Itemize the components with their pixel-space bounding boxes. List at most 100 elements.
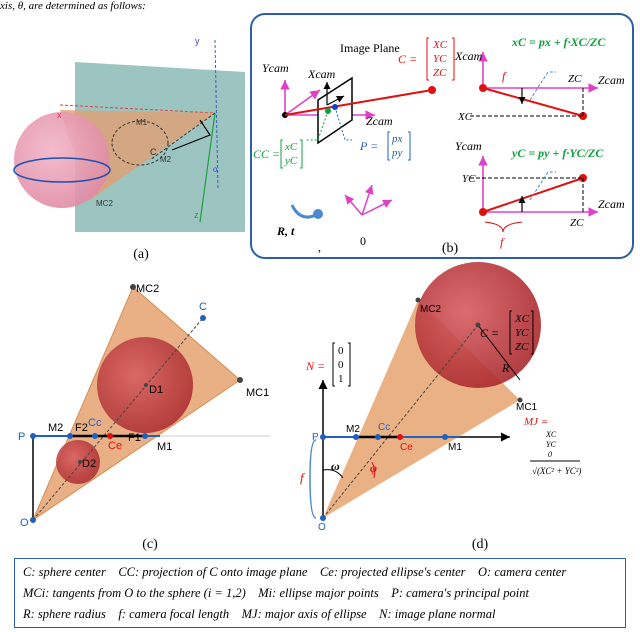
caption-d: (d) <box>472 537 489 552</box>
legend-item: MCi: tangents from O to the sphere (i = … <box>23 586 246 600</box>
label-o-d: O <box>318 522 326 533</box>
eq-y: yC = py + f·YC/ZC <box>510 146 604 160</box>
MJ-num-0: XC <box>545 430 557 439</box>
legend-item: C: sphere center <box>23 565 106 579</box>
caption-c: (c) <box>142 537 158 552</box>
axis-y-a <box>214 39 219 191</box>
label-f1-c: F1 <box>128 432 141 444</box>
legend-row-3: R: sphere radius f: camera focal length … <box>23 607 495 622</box>
legend-row-2: MCi: tangents from O to the sphere (i = … <box>23 586 529 601</box>
axis-x-a <box>59 104 216 114</box>
label-zcam-left: Zcam <box>366 114 393 128</box>
MJ-num-1: YC <box>546 440 556 449</box>
legend-box: C: sphere center CC: projection of C ont… <box>14 558 626 628</box>
label-XC: XC <box>457 111 473 123</box>
principal-axis-c <box>32 317 204 521</box>
sphere-equator-a <box>13 157 111 183</box>
label-o-a: o <box>213 165 218 174</box>
panel-c: MC2 C MC1 D1 M2 Cc P F2 Ce F1 M1 D2 O <box>18 283 270 529</box>
legend-item: MJ: major axis of ellipse <box>241 607 367 621</box>
label-x-a: x <box>57 110 62 120</box>
C-vec-2: ZC <box>433 67 447 79</box>
label-ce-c: Ce <box>108 440 122 452</box>
label-mc1-d: MC1 <box>516 402 538 413</box>
legend-item: CC: projection of C onto image plane <box>118 565 308 579</box>
label-zero: 0 <box>360 234 366 248</box>
sphere-a <box>14 112 110 208</box>
label-image-plane: Image Plane <box>340 41 400 55</box>
label-Cc-b: CC = <box>253 147 280 161</box>
label-xcam-left: Xcam <box>307 67 336 81</box>
label-ZC-top: ZC <box>568 73 582 85</box>
panel-b-frame <box>250 13 634 259</box>
legend-row-1: C: sphere center CC: projection of C ont… <box>23 565 566 580</box>
label-c-c: C <box>199 301 207 313</box>
axis-z-a <box>199 112 216 223</box>
label-mc2-d: MC2 <box>420 304 442 315</box>
legend-item: Mi: ellipse major points <box>258 586 379 600</box>
label-m2-a: M2 <box>160 155 172 164</box>
image-plane-b <box>317 76 353 145</box>
legend-item: P: camera's principal point <box>391 586 529 600</box>
Cc-vec-1: yC <box>284 155 298 167</box>
ellipse-a <box>111 120 169 166</box>
legend-item: O: camera center <box>478 565 567 579</box>
label-p-d: P <box>312 432 319 443</box>
label-mc2-a: MC2 <box>96 199 113 208</box>
label-C-b: C = <box>398 52 417 66</box>
caption-a: (a) <box>133 247 149 262</box>
N-vec-0: 0 <box>338 345 344 357</box>
label-N-d: N = <box>305 359 325 373</box>
label-d1-c: D1 <box>149 384 163 396</box>
legend-item: R: sphere radius <box>23 607 106 621</box>
label-cc-d: Cc <box>378 422 390 433</box>
label-R-d: R <box>501 361 510 375</box>
MJ-num-2: 0 <box>548 450 552 459</box>
label-mc2-c: MC2 <box>136 283 159 295</box>
label-MJ-d: MJ = <box>523 416 548 428</box>
label-d2-c: D2 <box>82 458 96 470</box>
label-z-a: z <box>194 210 199 220</box>
N-vec-1: 0 <box>338 359 344 371</box>
label-m1-d: M1 <box>448 442 462 453</box>
label-m1-c: M1 <box>157 441 172 453</box>
label-p-c: P <box>18 431 25 443</box>
label-comma: , <box>318 240 321 254</box>
Cd-vec-1: YC <box>515 327 529 339</box>
label-ce-d: Ce <box>400 442 413 453</box>
MJ-den: √(XC² + YC²) <box>532 466 581 476</box>
P-vec-0: px <box>391 133 403 145</box>
label-f-top: f <box>502 69 507 83</box>
label-m2-d: M2 <box>346 424 360 435</box>
label-Rt: R, t <box>276 224 295 238</box>
label-YC: YC <box>462 173 476 185</box>
legend-item: N: image plane normal <box>379 607 496 621</box>
label-c-a: C <box>150 147 157 157</box>
label-f-bottom: f <box>500 235 505 249</box>
label-ycam-right: Ycam <box>455 139 482 153</box>
N-vec-2: 1 <box>338 373 344 385</box>
label-mc1-c: MC1 <box>246 387 269 399</box>
label-C-d: C = <box>480 326 499 340</box>
label-P-b: P = <box>359 139 378 153</box>
eq-x: xC = px + f·XC/ZC <box>511 35 606 49</box>
label-phi: φ <box>370 461 377 475</box>
panel-a: y x z C M1 M2 MC2 o <box>13 36 245 232</box>
C-vec-0: XC <box>432 39 448 51</box>
Cd-vec-0: XC <box>514 313 530 325</box>
label-zcam-bottom: Zcam <box>598 197 625 211</box>
label-cc-c: Cc <box>88 417 102 429</box>
caption-b: (b) <box>442 241 459 256</box>
C-vec-1: YC <box>433 53 447 65</box>
Cc-vec-0: xC <box>284 141 298 153</box>
label-f-d: f <box>300 470 306 485</box>
label-m2-c: M2 <box>48 422 63 434</box>
legend-item: Ce: projected ellipse's center <box>319 565 466 579</box>
label-xcam-right: Xcam <box>454 49 483 63</box>
panel-b: Ycam Xcam Zcam Image Plane C = XC YC ZC … <box>250 13 634 259</box>
panel-d: N = 0 0 1 C = XC YC ZC R MC2 MC1 P M2 Cc… <box>300 262 581 533</box>
P-vec-1: py <box>391 147 403 159</box>
legend-item: f: camera focal length <box>118 607 230 621</box>
label-o-c: O <box>20 517 29 529</box>
